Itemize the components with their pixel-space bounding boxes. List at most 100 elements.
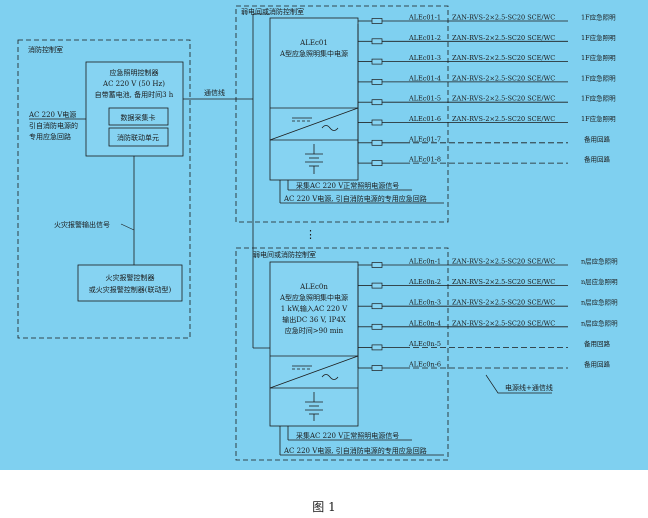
room-1-unit-id: ALEc01	[299, 39, 328, 47]
room-1-ac-symbol	[321, 125, 339, 131]
circuit-id: ALEc0n-2	[408, 278, 441, 286]
room-1-input-label-2: AC 220 V电源, 引自消防电源的专用应急回路	[283, 194, 427, 203]
circuit-target: 1F应急照明	[581, 53, 616, 62]
circuit-target: 1F应急照明	[581, 114, 616, 123]
room-1-unit-type: A型应急照明集中电源	[279, 49, 348, 58]
circuit-breaker-icon	[371, 139, 383, 146]
emergency-lighting-system-diagram: 消防控制室 应急照明控制器 AC 220 V (50 Hz) 自带蓄电池, 备用…	[0, 0, 648, 470]
circuit-id: ALEc0n-1	[408, 258, 441, 266]
linkage-unit-box	[108, 127, 169, 147]
circuit-id: ALEc01-5	[408, 95, 441, 103]
controller-line-3: 自带蓄电池, 备用时间3 h	[95, 90, 174, 99]
legend-line-label: 电源线+通信线	[505, 383, 553, 392]
circuit-breaker-icon	[371, 365, 383, 371]
circuit-cable-spec: ZAN-RVS-2×2.5-SC20 SCE/WC	[452, 95, 555, 103]
circuit-target: n层应急照明	[581, 277, 618, 286]
room-1-converter-diagonal	[269, 107, 359, 141]
circuit-breaker-icon	[371, 119, 383, 126]
circuit-id: ALEc01-6	[408, 115, 441, 123]
circuit-target: 备用回路	[584, 155, 611, 164]
circuit-breaker-icon	[371, 18, 383, 24]
circuit-id: ALEc01-7	[408, 135, 441, 143]
room-n-title: 弱电间或消防控制室	[253, 250, 316, 259]
circuit-id: ALEc01-4	[408, 74, 441, 82]
circuit-id: ALEc01-2	[408, 34, 441, 42]
circuit-target: 1F应急照明	[581, 94, 616, 103]
legend-leader	[485, 374, 552, 394]
circuit-breaker-icon	[371, 303, 383, 310]
room-n-unit-output: 输出DC 36 V, IP4X	[282, 315, 346, 324]
linkage-unit-label: 消防联动单元	[117, 133, 159, 142]
circuit-target: n层应急照明	[581, 257, 618, 266]
circuit-breaker-icon	[371, 282, 383, 289]
alarm-controller-line-2: 或火灾报警控制器(联动型)	[89, 285, 172, 294]
circuit-cable-spec: ZAN-RVS-2×2.5-SC20 SCE/WC	[452, 319, 555, 327]
room-n-unit-duration: 应急时间>90 min	[285, 326, 344, 335]
ac-source-line-3: 专用应急回路	[29, 132, 71, 141]
ac-source-line-1: AC 220 V电源	[28, 110, 76, 119]
circuit-id: ALEc0n-3	[408, 299, 441, 307]
room-n-unit-type: A型应急照明集中电源	[279, 293, 348, 302]
room-1-title: 弱电间或消防控制室	[241, 7, 304, 16]
fire-control-room-label: 消防控制室	[28, 45, 63, 54]
circuit-breaker-icon	[371, 99, 383, 106]
circuit-target: 1F应急照明	[581, 33, 616, 42]
circuit-cable-spec: ZAN-RVS-2×2.5-SC20 SCE/WC	[452, 299, 555, 307]
fire-control-room-frame	[17, 39, 191, 339]
continuation-ellipsis: ⋮	[305, 228, 316, 241]
room-n-converter-diagonal	[269, 355, 359, 389]
room-n-frame	[235, 247, 449, 461]
data-card-label: 数据采集卡	[121, 113, 156, 122]
alarm-signal-label: 火灾报警输出信号	[54, 220, 110, 229]
room-n-input-label-1: 采集AC 220 V正常照明电源信号	[296, 431, 399, 440]
room-1-battery-symbol	[305, 144, 323, 174]
circuit-id: ALEc01-3	[408, 54, 441, 62]
ac-source-line-2: 引自消防电源的	[29, 121, 78, 130]
circuit-cable-spec: ZAN-RVS-2×2.5-SC20 SCE/WC	[452, 115, 555, 123]
circuit-cable-spec: ZAN-RVS-2×2.5-SC20 SCE/WC	[452, 74, 555, 82]
circuit-breaker-icon	[371, 79, 383, 85]
circuit-id: ALEc01-1	[408, 14, 441, 22]
circuit-breaker-icon	[371, 38, 383, 45]
circuit-target: 备用回路	[584, 360, 611, 369]
controller-line-2: AC 220 V (50 Hz)	[102, 80, 165, 88]
room-1-dc-symbol	[292, 117, 312, 122]
comm-line-label: 通信线	[204, 88, 225, 97]
circuit-id: ALEc0n-6	[408, 361, 441, 369]
room-n-battery-symbol	[305, 392, 323, 421]
room-n-unit-power: 1 kW,输入AC 220 V	[281, 304, 348, 313]
circuit-breaker-icon	[371, 160, 383, 166]
circuit-target: 备用回路	[584, 339, 611, 348]
circuit-target: 备用回路	[584, 134, 611, 143]
room-n-ac-symbol	[321, 374, 339, 380]
circuit-cable-spec: ZAN-RVS-2×2.5-SC20 SCE/WC	[452, 34, 555, 42]
room-1-frame	[235, 5, 449, 223]
circuit-target: n层应急照明	[581, 298, 618, 307]
room-n-dc-symbol	[292, 365, 312, 370]
figure-caption: 图 1	[312, 500, 336, 514]
circuit-cable-spec: ZAN-RVS-2×2.5-SC20 SCE/WC	[452, 258, 555, 266]
circuit-breaker-icon	[371, 323, 383, 330]
circuit-breaker-icon	[371, 262, 383, 268]
data-card-box	[108, 107, 169, 126]
alarm-controller-line-1: 火灾报警控制器	[106, 273, 155, 282]
controller-line-1: 应急照明控制器	[110, 68, 159, 77]
circuit-target: 1F应急照明	[581, 73, 616, 82]
circuit-breaker-icon	[371, 58, 383, 65]
alarm-signal-leader	[120, 223, 135, 231]
circuit-target: 1F应急照明	[581, 13, 616, 22]
fire-alarm-controller	[77, 264, 183, 302]
circuit-breaker-icon	[371, 344, 383, 351]
circuit-cable-spec: ZAN-RVS-2×2.5-SC20 SCE/WC	[452, 14, 555, 22]
circuit-cable-spec: ZAN-RVS-2×2.5-SC20 SCE/WC	[452, 54, 555, 62]
circuit-id: ALEc0n-5	[408, 340, 441, 348]
room-1-input-label-1: 采集AC 220 V正常照明电源信号	[296, 181, 399, 190]
room-n-input-label-2: AC 220 V电源, 引自消防电源的专用应急回路	[283, 446, 427, 455]
circuit-target: n层应急照明	[581, 318, 618, 327]
circuit-id: ALEc01-8	[408, 156, 441, 164]
circuit-cable-spec: ZAN-RVS-2×2.5-SC20 SCE/WC	[452, 278, 555, 286]
room-n-unit-id: ALEc0n	[299, 283, 328, 291]
